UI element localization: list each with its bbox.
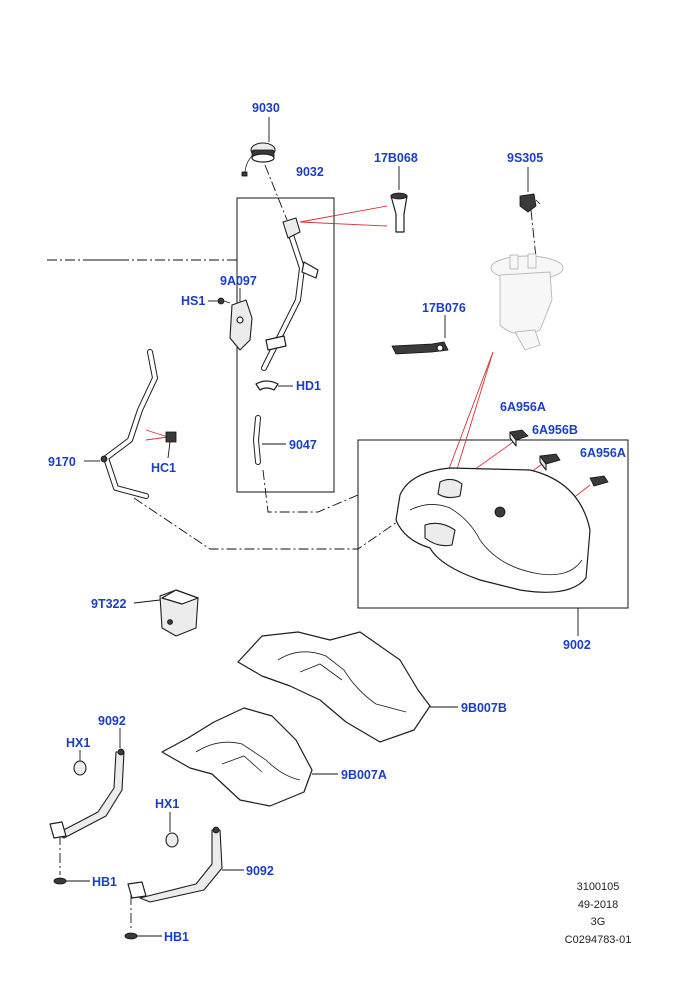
- callout-9047: 9047: [289, 438, 317, 452]
- callout-HB1-lower: HB1: [164, 930, 189, 944]
- callout-9S305: 9S305: [507, 151, 543, 165]
- filler-pipe-9032: [261, 217, 319, 371]
- fastener-HB1-upper: [53, 877, 90, 885]
- callout-17B076: 17B076: [422, 301, 466, 315]
- breather-pipe-9170: [84, 349, 158, 499]
- callout-9170: 9170: [48, 455, 76, 469]
- callout-9A097: 9A097: [220, 274, 257, 288]
- callout-6A956B: 6A956B: [532, 423, 578, 437]
- clip-HD1: [255, 380, 293, 391]
- alignment-lines: [45, 164, 537, 928]
- callout-HC1: HC1: [151, 461, 176, 475]
- callout-labels: 9030 9032 17B068 9S305 9A097 HS1 17B076 …: [48, 101, 626, 944]
- plug-17B068: [390, 166, 408, 233]
- callout-HX1-lower: HX1: [155, 797, 179, 811]
- callout-9092-lower: 9092: [246, 864, 274, 878]
- connector-9S305: [519, 167, 541, 213]
- heat-shield-9B007A: [161, 707, 338, 807]
- pad-6A956A-right: [589, 475, 609, 487]
- callout-9002: 9002: [563, 638, 591, 652]
- callout-9B007A: 9B007A: [341, 768, 387, 782]
- module-9T322: [133, 589, 199, 637]
- bracket-9A097: [229, 288, 253, 351]
- screw-HS1: [208, 297, 231, 305]
- filler-cap-9030: [241, 142, 276, 177]
- callout-9B007B: 9B007B: [461, 701, 507, 715]
- fastener-HX1-upper: [73, 750, 87, 776]
- heat-shield-9B007B: [237, 631, 458, 743]
- fuel-tank-9002: [395, 467, 591, 593]
- callout-9032: 9032: [296, 165, 324, 179]
- clip-HC1: [165, 431, 177, 459]
- reference-variant: 3G: [591, 916, 606, 928]
- fuel-pump-module-ghost: [490, 253, 564, 351]
- callout-9092-upper: 9092: [98, 714, 126, 728]
- callout-HX1-upper: HX1: [66, 736, 90, 750]
- callout-HB1-upper: HB1: [92, 875, 117, 889]
- pad-6A956B: [539, 453, 561, 471]
- drawing-reference: 3100105 49-2018 3G C0294783-01: [565, 881, 632, 946]
- hose-9047: [253, 415, 286, 465]
- fuel-tank-group-box: [357, 439, 629, 609]
- sensor-17B076: [391, 315, 449, 355]
- reference-date-code: 49-2018: [578, 899, 618, 911]
- callout-6A956A-top: 6A956A: [500, 400, 546, 414]
- fastener-HX1-lower: [165, 812, 179, 848]
- tank-strap-9092-upper: [49, 728, 125, 839]
- reference-number: 3100105: [577, 881, 620, 893]
- callout-6A956A-right: 6A956A: [580, 446, 626, 460]
- fastener-HB1-lower: [124, 932, 162, 940]
- pad-6A956A-top: [509, 429, 529, 447]
- tank-strap-9092-lower: [127, 826, 244, 903]
- callout-9030: 9030: [252, 101, 280, 115]
- callout-HS1: HS1: [181, 294, 205, 308]
- callout-9T322: 9T322: [91, 597, 126, 611]
- callout-17B068: 17B068: [374, 151, 418, 165]
- callout-HD1: HD1: [296, 379, 321, 393]
- reference-drawing-id: C0294783-01: [565, 934, 632, 946]
